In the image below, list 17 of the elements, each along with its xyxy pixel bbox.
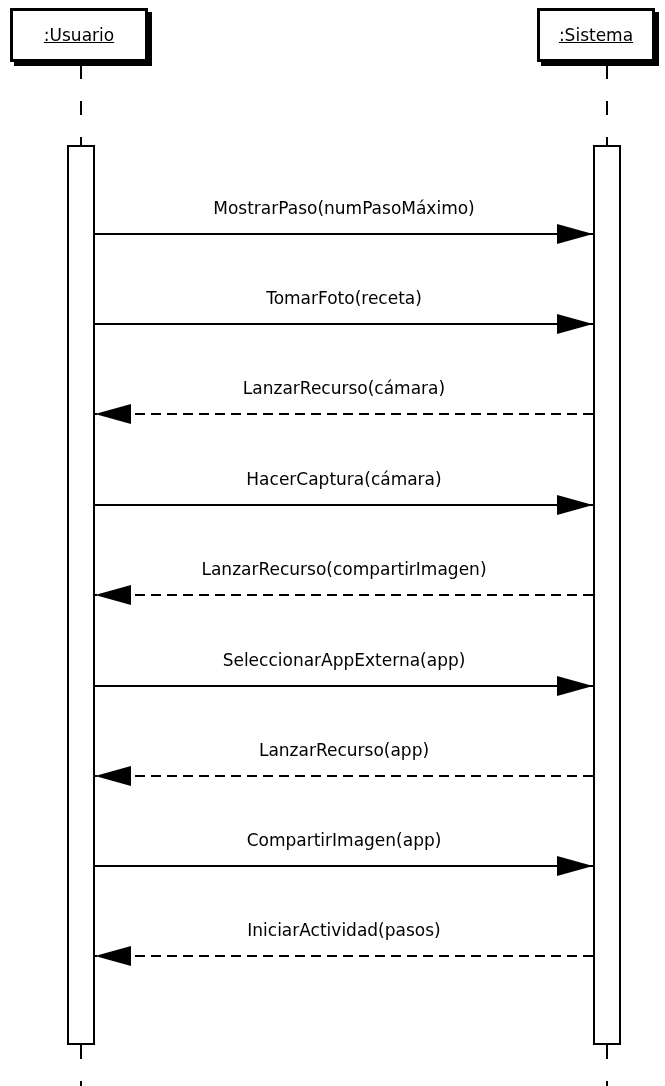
message-arrow (94, 585, 594, 605)
activation-bar (593, 145, 621, 1045)
message-label: TomarFoto(receta) (264, 288, 424, 308)
lifeline-name: :Sistema (558, 25, 634, 45)
message-arrow (94, 314, 594, 334)
message-arrow (94, 404, 594, 424)
message-label: HacerCaptura(cámara) (244, 469, 444, 489)
message-arrow (94, 946, 594, 966)
message-arrow (94, 766, 594, 786)
message-label: MostrarPaso(numPasoMáximo) (211, 198, 477, 218)
message-arrow (94, 676, 594, 696)
message-arrow (94, 224, 594, 244)
lifeline-name: :Usuario (43, 25, 115, 45)
message-arrow (94, 495, 594, 515)
message-label: IniciarActividad(pasos) (245, 920, 443, 940)
activation-bar (67, 145, 95, 1045)
message-arrow (94, 856, 594, 876)
